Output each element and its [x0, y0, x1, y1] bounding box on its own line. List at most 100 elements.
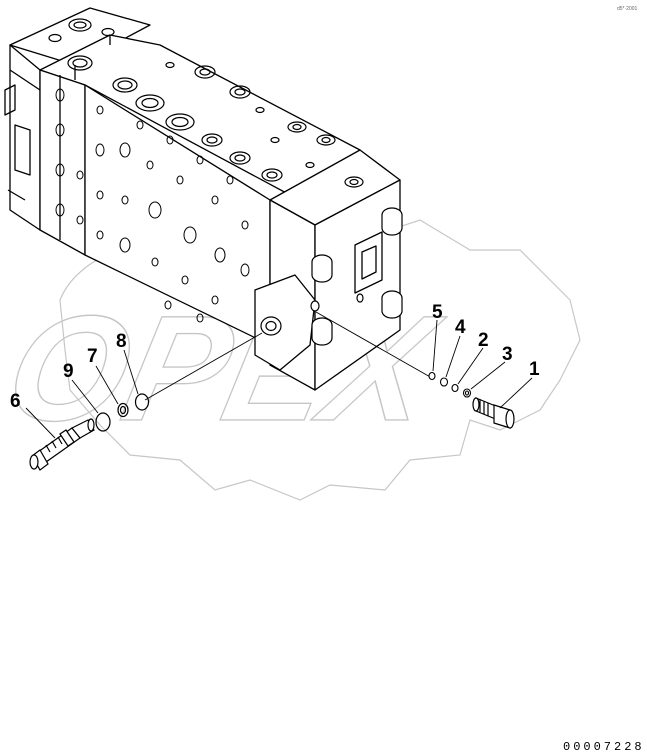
left-bracket — [4, 84, 31, 201]
port-hole — [234, 88, 246, 96]
port-hole — [101, 27, 115, 37]
face-hole — [55, 123, 65, 137]
face-hole — [96, 190, 104, 200]
face-hole — [136, 120, 144, 130]
drawing-code: 00007228 — [563, 740, 645, 754]
face-hole — [55, 203, 65, 217]
callout-9: 9 — [63, 361, 74, 382]
port-hole — [305, 161, 315, 169]
face-hole — [211, 195, 219, 205]
port-hole — [261, 168, 283, 182]
left-seals — [95, 393, 150, 432]
callout-leaders — [25, 319, 533, 439]
seal-o-ring-9 — [95, 412, 111, 432]
port-hole — [270, 136, 280, 144]
port-hole — [112, 77, 138, 93]
seal-o-ring-8 — [134, 393, 150, 411]
callout-leader-6 — [25, 407, 56, 439]
face-hole — [151, 257, 159, 267]
callout-8: 8 — [116, 331, 127, 352]
block-front-face-1 — [39, 69, 86, 256]
callout-leader-3 — [470, 361, 506, 390]
port-hole — [316, 134, 336, 146]
leader-plug — [315, 311, 433, 379]
port-hole — [165, 113, 195, 131]
callout-4: 4 — [455, 317, 466, 338]
port-hole — [135, 94, 165, 112]
face-hole — [96, 105, 104, 115]
leader-relief-valve — [144, 332, 263, 401]
face-hole — [181, 275, 189, 285]
port-hole — [72, 58, 88, 68]
port-hole — [67, 55, 93, 71]
callout-leader-1 — [499, 377, 533, 409]
section-dividers — [9, 35, 111, 240]
front-face-holes — [55, 88, 250, 323]
face-hole — [148, 201, 162, 219]
seal-backup-ring-7 — [117, 402, 129, 418]
face-hole — [211, 295, 219, 305]
control-valve-block — [4, 7, 401, 391]
seal-o-ring-5 — [428, 371, 436, 381]
plug-cap — [311, 317, 333, 346]
face-hole — [214, 247, 226, 263]
relief-port — [260, 316, 282, 336]
face-hole — [176, 175, 184, 185]
port-hole — [229, 85, 251, 99]
port-hole — [229, 151, 251, 165]
top-right-tag: d5*·2001 — [617, 6, 638, 12]
port-hole — [165, 61, 175, 69]
port-hole — [141, 97, 159, 109]
port-hole — [344, 176, 364, 188]
face-hole — [240, 263, 250, 277]
end-port — [356, 293, 364, 303]
end-plate-cutout — [354, 231, 383, 294]
face-hole — [146, 160, 154, 170]
end-port — [310, 300, 320, 312]
face-hole — [241, 220, 249, 230]
face-hole — [76, 215, 84, 225]
plug-cap — [311, 254, 333, 283]
callout-leader-9 — [71, 379, 99, 414]
face-hole — [196, 313, 204, 323]
seal-backup-ring-3 — [462, 388, 472, 398]
port-hole — [48, 33, 62, 43]
face-hole — [164, 300, 172, 310]
callout-5: 5 — [432, 302, 443, 323]
top-ports — [48, 18, 364, 188]
relief-valve-part-6 — [29, 418, 95, 471]
relief-valve-flange — [254, 274, 316, 371]
callout-leader-4 — [445, 335, 461, 378]
port-hole — [206, 136, 218, 144]
face-hole — [119, 142, 131, 158]
callout-3: 3 — [502, 344, 513, 365]
face-hole — [119, 237, 131, 253]
face-hole — [55, 163, 65, 177]
seal-o-ring-4 — [439, 377, 449, 387]
plug-cap — [381, 207, 403, 236]
port-hole — [171, 116, 189, 128]
callout-leader-5 — [432, 319, 438, 372]
callout-labels: 1 2 3 4 5 6 7 8 9 — [10, 302, 540, 412]
face-hole — [55, 88, 65, 102]
face-hole — [121, 195, 129, 205]
callout-leader-2 — [457, 347, 484, 385]
block-top-face-1 — [9, 7, 151, 66]
port-hole — [255, 106, 265, 114]
port-hole — [199, 68, 211, 76]
assembly-leaders — [144, 311, 433, 401]
port-hole — [292, 123, 302, 131]
port-hole — [349, 178, 359, 186]
face-hole — [196, 155, 204, 165]
port-hole — [68, 18, 92, 32]
face-hole — [166, 135, 174, 145]
port-hole — [321, 136, 331, 144]
port-hole — [73, 21, 87, 29]
face-hole — [226, 175, 234, 185]
port-hole — [201, 133, 223, 147]
callout-1: 1 — [529, 359, 540, 380]
port-hole — [194, 65, 216, 79]
face-hole — [183, 226, 197, 244]
callout-leader-7 — [95, 365, 119, 405]
